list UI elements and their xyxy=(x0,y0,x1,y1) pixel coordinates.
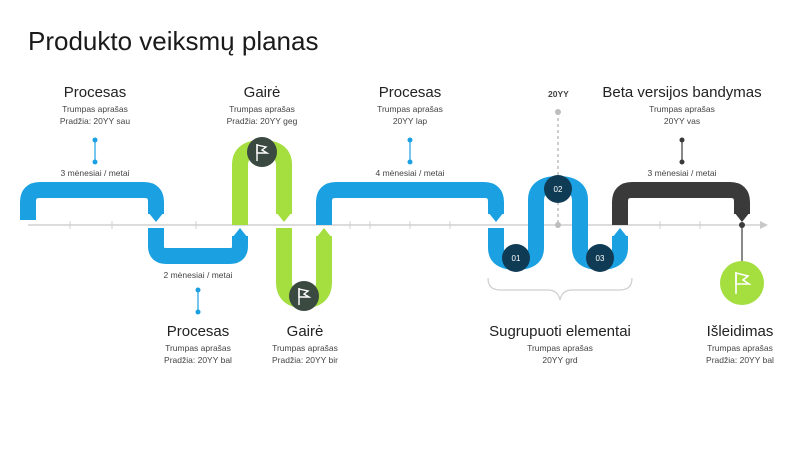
bottom-label-1-desc: Trumpas aprašas xyxy=(165,343,231,353)
bottom-label-3: Sugrupuoti elementai Trumpas aprašas 20Y… xyxy=(478,323,642,366)
top-label-4-desc: Trumpas aprašas xyxy=(649,104,715,114)
bottom-label-4-desc: Trumpas aprašas xyxy=(707,343,773,353)
marker-02-label: 02 xyxy=(554,185,563,194)
milestone-flag-2 xyxy=(289,281,319,311)
year-marker-label: 20YY xyxy=(548,89,569,99)
milestone-flag-1 xyxy=(247,137,277,167)
bottom-label-3-title: Sugrupuoti elementai xyxy=(489,323,631,340)
top-label-2-date: Pradžia: 20YY geg xyxy=(226,116,298,126)
bottom-label-2: Gairė Trumpas aprašas Pradžia: 20YY bir xyxy=(245,323,365,366)
callout-connectors xyxy=(92,137,745,315)
bottom-label-1-date: Pradžia: 20YY bal xyxy=(164,355,232,365)
process-segment-2 xyxy=(148,228,248,264)
bottom-label-2-title: Gairė xyxy=(286,323,324,340)
bottom-label-3-date: 20YY grd xyxy=(542,355,578,365)
top-label-4-title: Beta versijos bandymas xyxy=(602,84,762,101)
top-label-3-desc: Trumpas aprašas xyxy=(377,104,443,114)
top-label-2: Gairė Trumpas aprašas Pradžia: 20YY geg xyxy=(202,84,322,127)
marker-03-label: 03 xyxy=(596,254,605,263)
group-brace xyxy=(487,277,633,301)
group-marker-01: 01 xyxy=(502,244,530,272)
top-label-3: Procesas Trumpas aprašas 20YY lap xyxy=(350,84,470,127)
bottom-label-4: Išleidimas Trumpas aprašas Pradžia: 20YY… xyxy=(690,323,790,366)
bottom-label-2-date: Pradžia: 20YY bir xyxy=(272,355,338,365)
top-label-3-title: Procesas xyxy=(378,84,442,101)
page-title: Produkto veiksmų planas xyxy=(28,26,319,56)
bottom-label-4-date: Pradžia: 20YY bal xyxy=(706,355,774,365)
timeline-ticks xyxy=(69,221,701,229)
top-label-1: Procesas Trumpas aprašas Pradžia: 20YY s… xyxy=(35,84,155,127)
duration-label-3: 4 mėnesiai / metai xyxy=(375,168,445,178)
top-label-2-title: Gairė xyxy=(243,84,281,101)
group-marker-02: 02 xyxy=(544,175,572,203)
bottom-label-2-desc: Trumpas aprašas xyxy=(272,343,338,353)
bottom-label-3-desc: Trumpas aprašas xyxy=(527,343,593,353)
marker-01-label: 01 xyxy=(512,254,521,263)
flag-icon xyxy=(256,144,270,161)
top-label-1-date: Pradžia: 20YY sau xyxy=(59,116,131,126)
top-label-1-desc: Trumpas aprašas xyxy=(62,104,128,114)
year-marker-dot xyxy=(555,109,561,115)
bottom-label-1-title: Procesas xyxy=(166,323,230,340)
process-segment-1 xyxy=(20,182,164,220)
bottom-label-4-title: Išleidimas xyxy=(706,323,774,340)
bottom-label-1: Procesas Trumpas aprašas Pradžia: 20YY b… xyxy=(138,323,258,366)
top-label-1-title: Procesas xyxy=(63,84,127,101)
beta-segment xyxy=(612,182,750,225)
top-label-2-desc: Trumpas aprašas xyxy=(229,104,295,114)
duration-label-2: 2 mėnesiai / metai xyxy=(163,270,233,280)
timeline-arrow xyxy=(760,221,768,229)
flag-icon xyxy=(298,288,312,305)
duration-label-1: 3 mėnesiai / metai xyxy=(60,168,130,178)
top-label-4-date: 20YY vas xyxy=(663,116,701,126)
group-marker-03: 03 xyxy=(586,244,614,272)
duration-label-4: 3 mėnesiai / metai xyxy=(647,168,717,178)
top-label-3-date: 20YY lap xyxy=(392,116,428,126)
release-flag xyxy=(720,261,764,305)
flag-icon xyxy=(735,271,752,294)
year-marker-dot-bottom xyxy=(555,222,561,228)
top-label-4: Beta versijos bandymas Trumpas aprašas 2… xyxy=(596,84,768,127)
process-segment-3 xyxy=(316,182,504,225)
